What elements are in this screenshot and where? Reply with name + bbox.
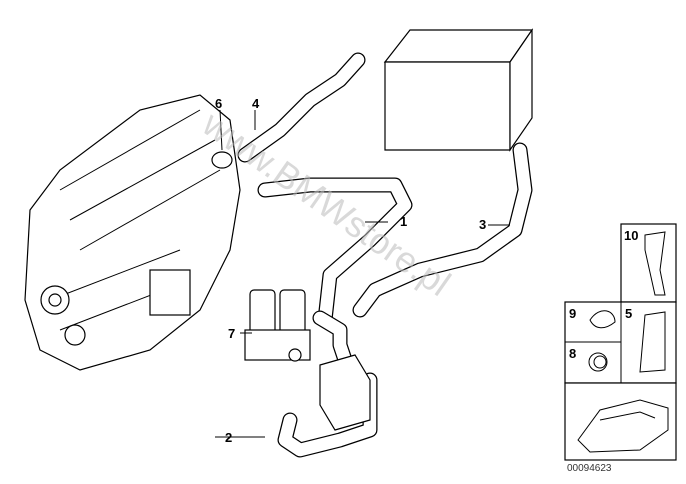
- label-3: 3: [479, 217, 486, 232]
- label-10: 10: [624, 228, 638, 243]
- vehicle-outline: [577, 399, 669, 453]
- label-2: 2: [225, 430, 232, 445]
- engine-block: [24, 94, 241, 371]
- label-4: 4: [252, 96, 260, 111]
- label-1: 1: [400, 214, 407, 229]
- clamp-6[interactable]: [211, 151, 233, 169]
- label-8: 8: [569, 346, 576, 361]
- label-9: 9: [569, 306, 576, 321]
- diagram-code: 00094623: [567, 463, 612, 474]
- label-5: 5: [625, 306, 632, 321]
- label-7: 7: [228, 326, 235, 341]
- auxiliary-pump: [319, 354, 371, 431]
- water-valve-7[interactable]: [244, 289, 311, 362]
- label-6: 6: [215, 96, 222, 111]
- small-parts-panel: [564, 223, 677, 461]
- heater-core: [383, 28, 534, 152]
